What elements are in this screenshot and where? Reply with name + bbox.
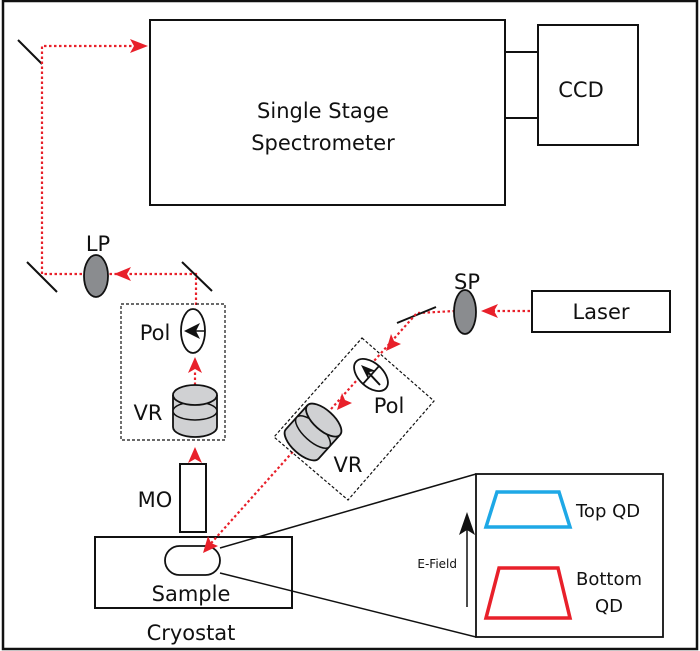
polarization-arrow-icon — [184, 323, 200, 339]
ccd: CCD — [505, 24, 639, 146]
lp-label: LP — [86, 232, 110, 256]
detection-optics-box — [120, 303, 226, 441]
zoom-line — [219, 572, 477, 638]
variable-retarder-excitation — [283, 402, 343, 462]
excitation-optics-box — [273, 337, 435, 501]
sample-label: Sample — [152, 582, 231, 606]
ccd-label: CCD — [558, 78, 604, 102]
polarization-arrow-icon — [361, 365, 376, 379]
beam-arrow — [114, 267, 131, 281]
zoom-line — [219, 473, 477, 549]
mirror — [26, 261, 58, 293]
spectrometer-label-1: Single Stage — [257, 99, 389, 123]
vr-detection-label: VR — [134, 401, 163, 425]
beam-detection — [40, 44, 198, 305]
laser — [531, 290, 671, 333]
mo-label: MO — [138, 488, 173, 512]
beam-arrow — [386, 334, 401, 351]
vr-excitation-label: VR — [334, 453, 363, 477]
beam-arrow — [337, 393, 352, 410]
pol-detection-label: Pol — [140, 321, 171, 345]
bottom-qd-label-1: Bottom — [576, 569, 642, 590]
cryostat — [94, 536, 293, 609]
beam-arrow — [481, 304, 498, 318]
efield-arrow-icon — [459, 512, 475, 535]
spectrometer-label-2: Spectrometer — [251, 131, 395, 155]
beam-arrow — [188, 357, 202, 373]
bottom-qd — [483, 566, 573, 620]
top-qd-label: Top QD — [575, 501, 640, 522]
cryostat-label: Cryostat — [147, 621, 236, 645]
sample — [164, 545, 221, 576]
microscope-objective — [179, 463, 207, 533]
efield-label: E-Field — [417, 557, 457, 571]
top-qd — [483, 490, 573, 529]
spectrometer: Single Stage Spectrometer — [149, 19, 506, 206]
pol-excitation-label: Pol — [374, 394, 405, 418]
bottom-qd-label-2: QD — [595, 596, 623, 617]
sp-label: SP — [454, 270, 480, 294]
lp-filter — [83, 254, 109, 298]
beam-arrow — [130, 39, 148, 53]
beam-arrow — [188, 447, 202, 463]
mirror — [17, 39, 43, 65]
sp-filter — [453, 289, 477, 335]
laser-label: Laser — [572, 300, 629, 324]
variable-retarder-detection — [172, 384, 218, 438]
mirror — [181, 261, 213, 292]
beam-arrow — [203, 536, 218, 553]
